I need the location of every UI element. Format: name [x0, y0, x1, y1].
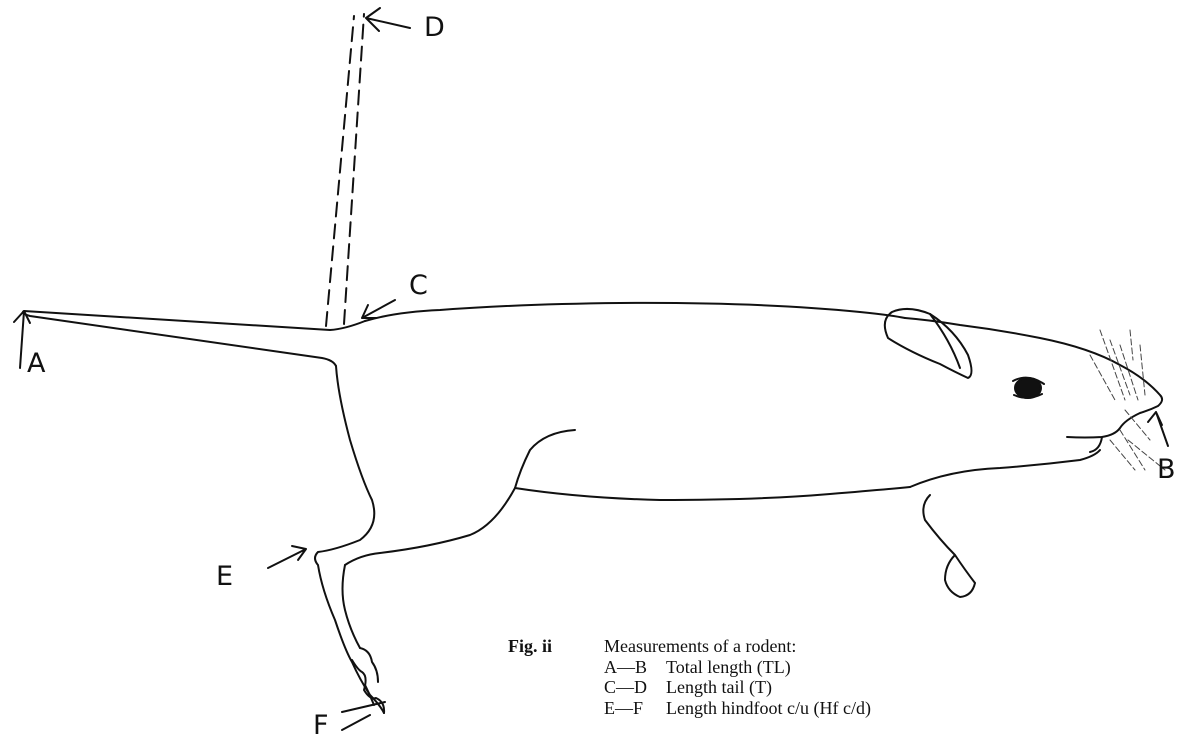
measure-code: E—F	[604, 698, 666, 719]
ear	[885, 309, 972, 378]
tail-outline	[23, 311, 365, 366]
label-D: D	[424, 14, 445, 41]
label-F: F	[313, 712, 329, 739]
arrow-D	[366, 8, 410, 31]
label-C: C	[409, 272, 428, 299]
measure-text: Length tail (T)	[666, 677, 772, 697]
back-outline	[365, 303, 905, 321]
belly-outline	[515, 487, 910, 500]
label-A: A	[27, 350, 45, 377]
label-B: B	[1157, 456, 1176, 483]
hind-leg-outline	[315, 366, 384, 713]
measure-code: A—B	[604, 657, 666, 678]
measure-code: C—D	[604, 677, 666, 698]
fore-leg-outline	[910, 450, 1100, 597]
tail-measure-guide	[326, 14, 364, 326]
measure-text: Length hindfoot c/u (Hf c/d)	[666, 698, 871, 718]
figure-number: Fig. ii	[508, 636, 604, 657]
measure-text: Total length (TL)	[666, 657, 791, 677]
arrow-E	[268, 546, 306, 568]
arrow-B	[1148, 412, 1168, 446]
label-E: E	[216, 563, 233, 590]
caption-title: Measurements of a rodent:	[604, 636, 796, 656]
